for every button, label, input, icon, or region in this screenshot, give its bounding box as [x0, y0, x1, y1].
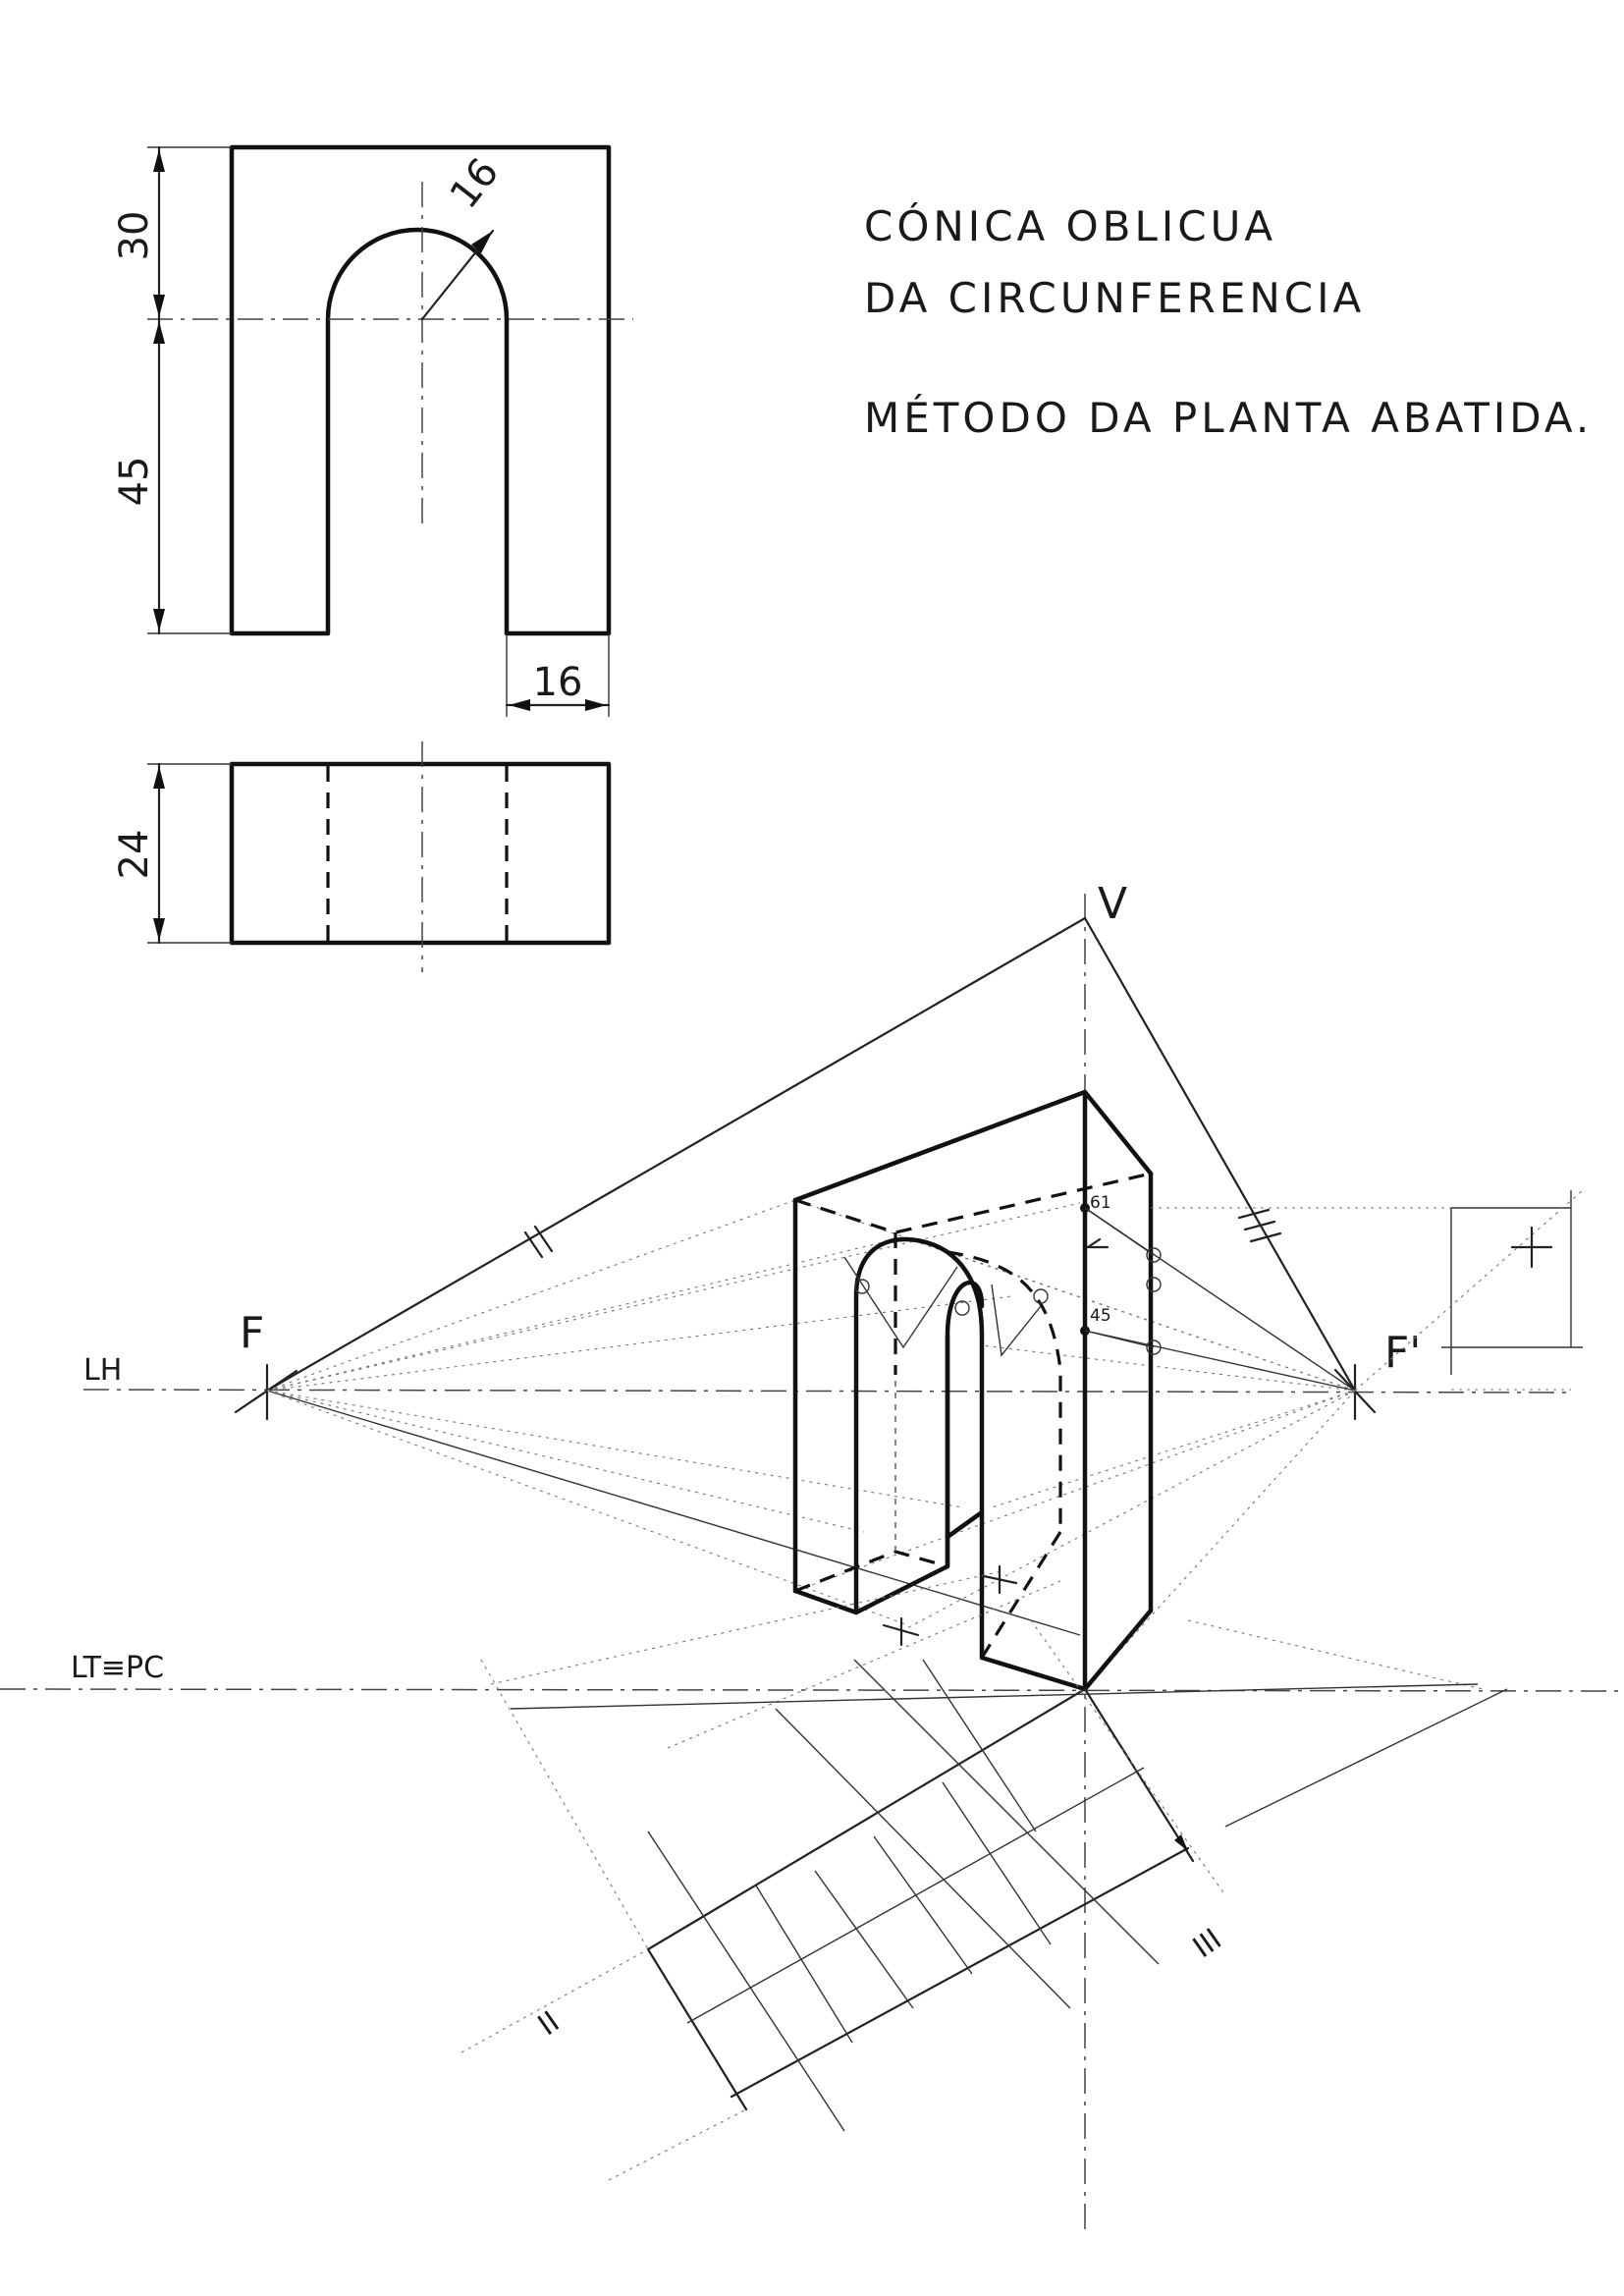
dim-arrow-leg-right [585, 699, 607, 711]
height-label-61: 61 [1090, 1193, 1111, 1213]
focus-left-label: F [240, 1308, 264, 1358]
focus-right-label: F' [1384, 1328, 1421, 1378]
dim-arrow-leg-left [509, 699, 530, 711]
dim-label-24: 24 [112, 830, 157, 880]
solid-top-right-edge [1082, 1089, 1154, 1176]
front-view: 16 30 45 16 [112, 144, 633, 717]
solid-right-base-edge [1082, 1608, 1154, 1692]
radius-arrowhead [471, 231, 493, 253]
hidden-base-left [794, 1550, 948, 1593]
title-block: CÓNICA OBLICUA DA CIRCUNFERENCIA MÉTODO … [864, 201, 1593, 442]
hidden-arch-back [947, 1250, 1062, 1532]
top-view: 24 [112, 741, 612, 972]
dim-label-45: 45 [112, 457, 157, 507]
title-line-3: MÉTODO DA PLANTA ABATIDA. [864, 393, 1593, 442]
top-view-outline [229, 761, 612, 946]
plan-edge-left [646, 1947, 748, 2111]
plan-edge-right [1083, 1687, 1195, 1863]
parallel-mark-ii: II [532, 2004, 567, 2043]
horizon-line-label: LH [83, 1353, 122, 1388]
rays-from-f-prime [794, 1199, 1356, 1690]
tick-mark [533, 1225, 554, 1253]
dim-arrow-depth-top [153, 766, 165, 789]
front-view-outline [229, 144, 612, 636]
height-label-45: 45 [1090, 1306, 1111, 1326]
focus-right: F' [1333, 1328, 1421, 1421]
horizon-line [82, 1389, 1572, 1394]
ground-line-label: LT≡PC [71, 1651, 164, 1685]
plan-edge-top [646, 1687, 1087, 1951]
tick-mark [1249, 1231, 1282, 1243]
hidden-top-edges [794, 1172, 1152, 1234]
dim-arrow-1 [153, 149, 165, 172]
ground-line [0, 1688, 1624, 1692]
dim-arrow-3 [153, 321, 165, 344]
dim-arrow-2 [153, 295, 165, 317]
title-line-1: CÓNICA OBLICUA [864, 201, 1276, 250]
plan-edge-bottom [730, 1846, 1190, 2099]
title-line-2: DA CIRCUNFERENCIA [864, 274, 1365, 322]
solid-left-leg-base [792, 1333, 950, 1615]
dim-arrow-4 [153, 609, 165, 631]
solid-visible-edges [792, 1089, 1088, 1692]
tick-mark [523, 1230, 544, 1259]
perspective-solid [792, 1089, 1154, 1692]
height-construction-box [1151, 1189, 1584, 1392]
parallel-mark-iii: III [1187, 1922, 1228, 1965]
arch-front-visible [853, 1236, 985, 1615]
hidden-base-right [980, 1531, 1062, 1659]
plan-arrow [1174, 1834, 1188, 1851]
dim-arrow-depth-bottom [153, 918, 165, 941]
line-v-to-f [265, 916, 1087, 1393]
vertex-label: V [1098, 879, 1127, 929]
radius-label: 16 [442, 150, 509, 217]
perspective-construction: LH LT≡PC V F F' [0, 879, 1624, 2229]
construction-points: 61 45 [843, 1193, 1162, 1357]
line-v-to-f-prime [1083, 916, 1357, 1393]
dim-label-leg: 16 [533, 660, 583, 705]
baseline-dash [510, 1683, 1479, 1710]
dim-label-30: 30 [112, 211, 157, 261]
arch-inner-visible [945, 1280, 985, 1569]
tick-mark [1243, 1220, 1276, 1231]
tick-mark [1237, 1208, 1271, 1220]
rays-from-f [266, 1199, 1081, 1636]
focus-left: F [234, 1308, 298, 1421]
